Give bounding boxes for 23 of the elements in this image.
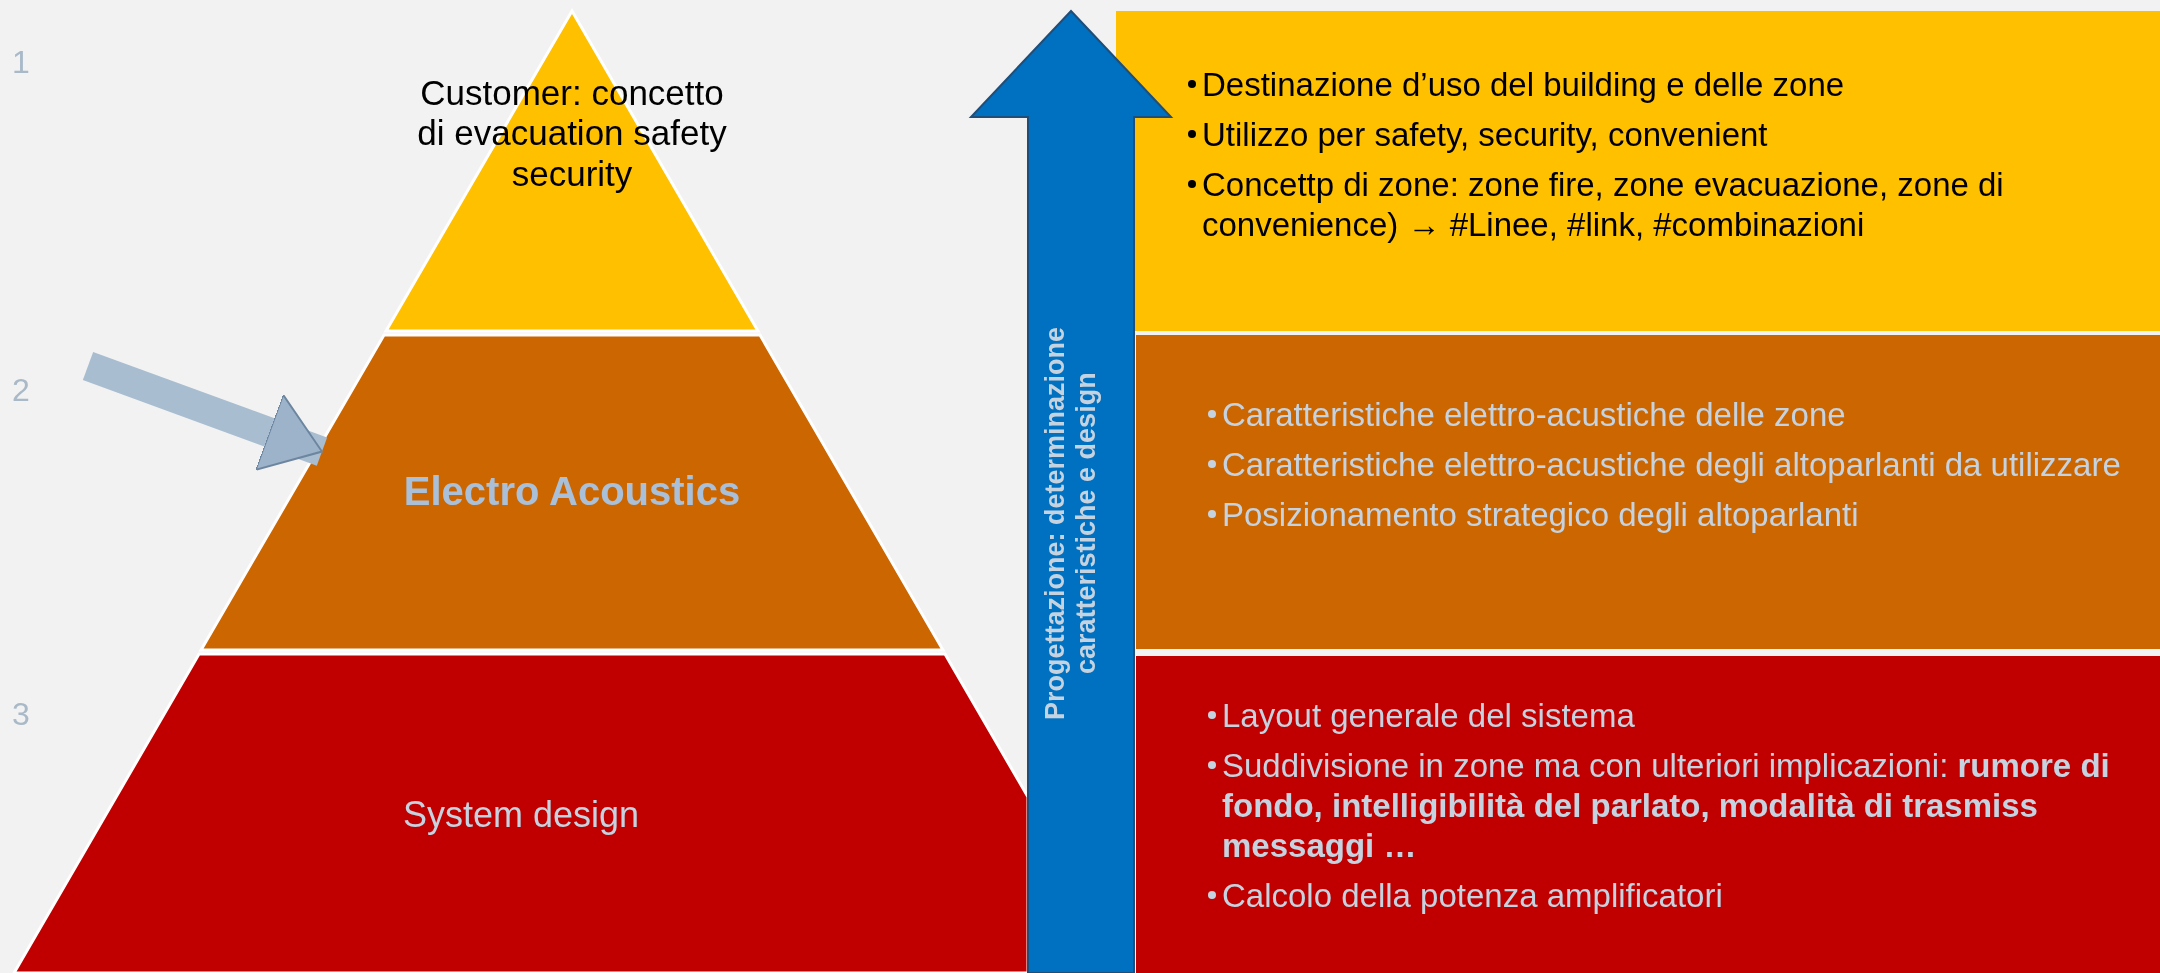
upward-arrow-shape bbox=[971, 11, 1171, 973]
bullet-text: Concettp di zone: zone fire, zone evacuazione, zone di convenience) → #Linee, #link, #combinazioni bbox=[1202, 165, 2005, 245]
bullet-text: Layout generale del sistema bbox=[1222, 696, 1635, 736]
bullet-text: Caratteristiche elettro-acustiche delle zone bbox=[1222, 395, 1846, 435]
pyramid-tier bbox=[201, 335, 943, 650]
arrow-label: Progettazione: determinazione caratteristiche e design bbox=[1040, 325, 1102, 722]
bullet-text: Caratteristiche elettro-acustiche degli altoparlanti da utilizzare bbox=[1222, 445, 2121, 485]
band-panel bbox=[1116, 11, 2160, 331]
arrow bbox=[82, 351, 328, 471]
tier-label: Electro Acoustics bbox=[402, 468, 742, 514]
tier-label: System design bbox=[401, 794, 641, 836]
pyramid-tier bbox=[14, 654, 1028, 973]
bullet-text: Suddivisione in zone ma con ulteriori implicazioni: rumore di fondo, intelligibilità del parlato, modalità di trasmiss messaggi … bbox=[1222, 746, 2111, 866]
band-panel bbox=[1136, 335, 2160, 649]
bullet-text: Utilizzo per safety, security, convenient bbox=[1202, 115, 1768, 155]
bullet-text: Posizionamento strategico degli altoparlanti bbox=[1222, 495, 1859, 535]
bullet-text: Calcolo della potenza amplificatori bbox=[1222, 876, 1723, 916]
band-panel bbox=[1136, 656, 2160, 973]
bullet-text: Destinazione d’uso del building e delle zone bbox=[1202, 65, 1845, 105]
level-number: 3 bbox=[12, 696, 30, 733]
level-number: 1 bbox=[12, 44, 30, 81]
level-number: 2 bbox=[12, 372, 30, 409]
pyramid-tier bbox=[386, 11, 758, 331]
